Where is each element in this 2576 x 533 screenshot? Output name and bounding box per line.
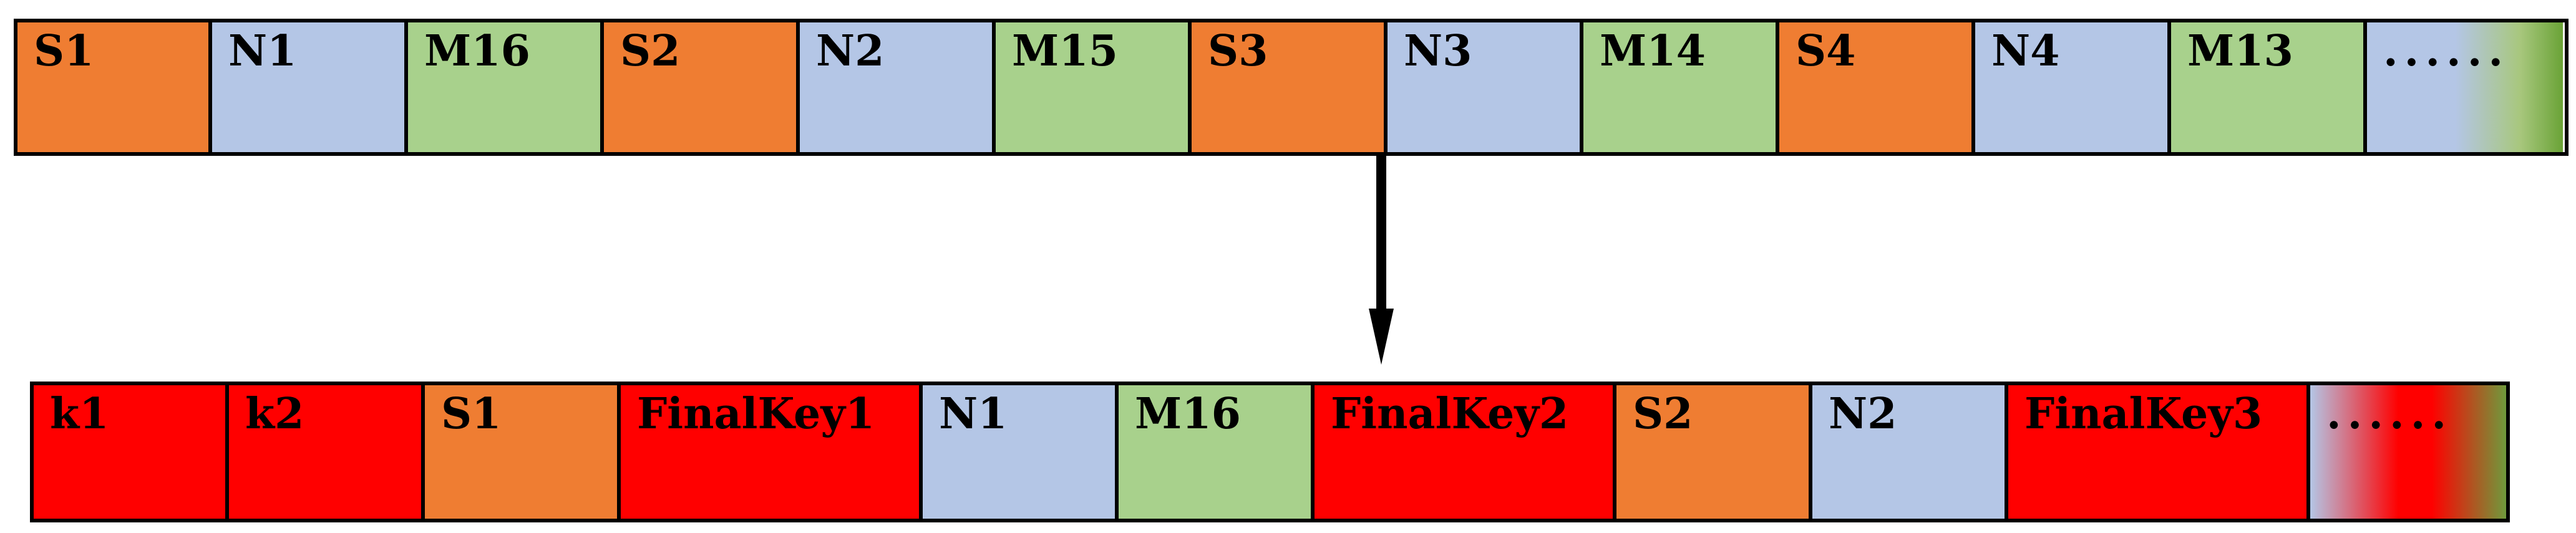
cell-n1: N1 [212,22,408,152]
cell-m14: M14 [1583,22,1779,152]
cell-finalkey3: FinalKey3 [2008,385,2310,519]
cell-n4: N4 [1975,22,2171,152]
cell-k1: k1 [34,385,229,519]
cell-m16: M16 [408,22,604,152]
cell-m15: M15 [996,22,1192,152]
cell-ellipsis: ...... [2310,385,2506,519]
cell-n3: N3 [1388,22,1583,152]
cell-s3: S3 [1192,22,1388,152]
down-arrow-icon [1369,156,1394,365]
cell-n2: N2 [1812,385,2008,519]
cell-m13: M13 [2171,22,2367,152]
cell-n2: N2 [800,22,996,152]
cell-s1: S1 [425,385,621,519]
cell-s2: S2 [604,22,800,152]
cell-s2: S2 [1616,385,1812,519]
cell-m16: M16 [1119,385,1315,519]
cell-k2: k2 [229,385,425,519]
source-sequence-row: S1 N1 M16 S2 N2 M15 S3 N3 M14 S4 N4 M13 … [14,19,2569,156]
keyed-sequence-row: k1 k2 S1 FinalKey1 N1 M16 FinalKey2 S2 N… [30,382,2510,522]
cell-finalkey2: FinalKey2 [1315,385,1616,519]
cell-n1: N1 [923,385,1119,519]
cell-s4: S4 [1779,22,1975,152]
cell-s1: S1 [17,22,212,152]
cell-ellipsis: ...... [2367,22,2563,152]
cell-finalkey1: FinalKey1 [621,385,923,519]
